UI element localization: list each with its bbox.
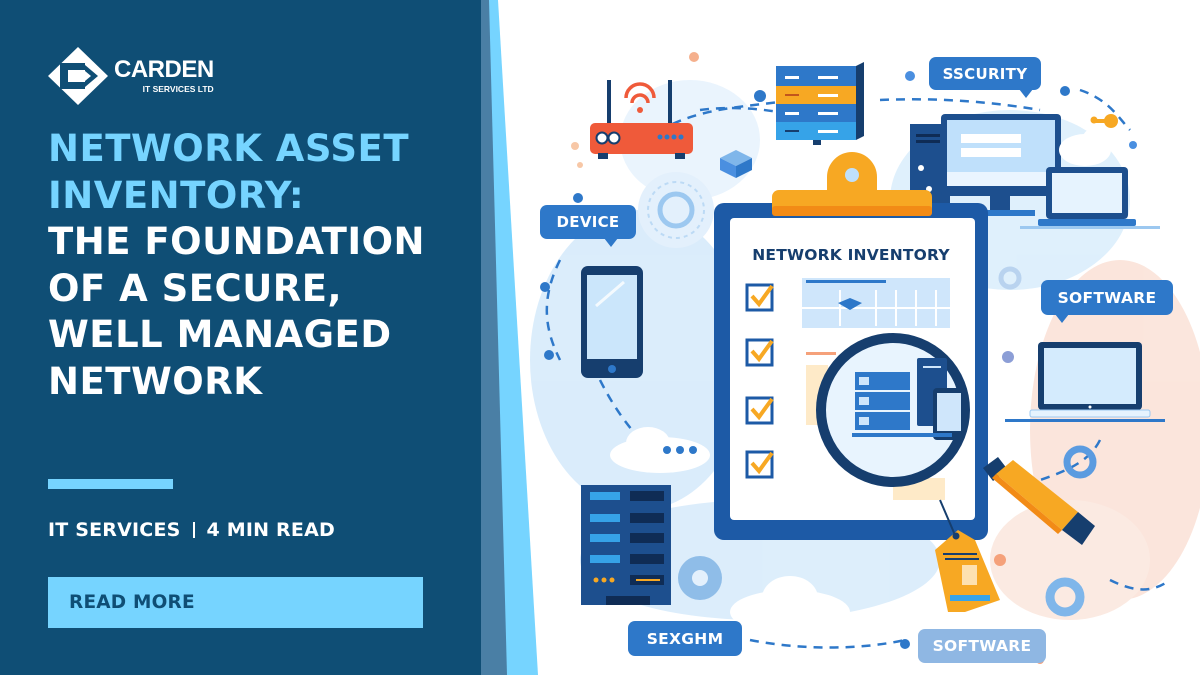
illustration-canvas <box>530 52 1200 664</box>
software-label-bottom: SOFTWARE <box>918 629 1046 663</box>
left-info-panel <box>0 0 482 675</box>
brand-name: CARDEN <box>114 56 214 84</box>
gear-icon <box>678 556 722 600</box>
read-time: 4 MIN READ <box>206 519 335 541</box>
radar-icon <box>638 172 714 248</box>
title-line-5: WELL MANAGED <box>48 313 392 356</box>
laptop-icon <box>1020 167 1160 229</box>
cube-icon <box>720 150 752 178</box>
cloud-icon <box>1059 126 1118 166</box>
server-rack-icon <box>581 485 671 605</box>
gear-icon <box>1063 445 1097 479</box>
software-label: SOFTWARE <box>1041 280 1173 323</box>
asset-tag-icon <box>935 499 1000 612</box>
accent-divider <box>48 479 173 489</box>
device-label: DEVICE <box>540 205 636 247</box>
meta-separator <box>192 522 195 538</box>
category-label: IT SERVICES <box>48 519 181 541</box>
router-icon <box>590 80 693 159</box>
gear-icon <box>998 266 1022 290</box>
desktop-computer-icon <box>910 114 1061 216</box>
checkbox-checked-icon <box>745 396 774 425</box>
article-title: NETWORK ASSET INVENTORY: THE FOUNDATION … <box>48 126 478 405</box>
key-icon <box>1090 114 1118 128</box>
checkbox-checked-icon <box>745 450 774 479</box>
connection-lines <box>545 88 1171 649</box>
laptop-icon <box>1005 342 1165 422</box>
title-line-2: INVENTORY: <box>48 173 305 217</box>
title-line-6: NETWORK <box>48 359 263 403</box>
checkbox-checked-icon <box>745 283 774 312</box>
network-inventory-illustration <box>490 0 1200 675</box>
search-label: SEXGHM <box>628 621 742 656</box>
title-line-3: THE FOUNDATION <box>48 220 425 263</box>
magnifying-glass-icon <box>816 333 1095 545</box>
brand-subtitle: IT SERVICES LTD <box>142 84 214 95</box>
diamond-arrow-c-logo-icon <box>48 47 108 105</box>
clipboard-title: NETWORK INVENTORY <box>752 246 950 264</box>
brand-logo[interactable]: CARDEN IT SERVICES LTD <box>48 47 214 105</box>
gear-icon <box>1045 577 1085 617</box>
title-line-1: NETWORK ASSET <box>48 127 410 170</box>
cloud-icon <box>730 576 850 634</box>
decorative-dots <box>540 52 1137 664</box>
checkbox-checked-icon <box>745 338 774 367</box>
cloud-icon <box>610 427 710 473</box>
article-meta: IT SERVICES 4 MIN READ <box>48 519 335 541</box>
smartphone-icon <box>581 266 643 378</box>
server-stack-icon <box>776 62 864 145</box>
title-line-4: OF A SECURE, <box>48 266 343 310</box>
security-label: SSCURITY <box>929 57 1041 98</box>
read-more-button[interactable]: READ MORE <box>48 577 423 628</box>
